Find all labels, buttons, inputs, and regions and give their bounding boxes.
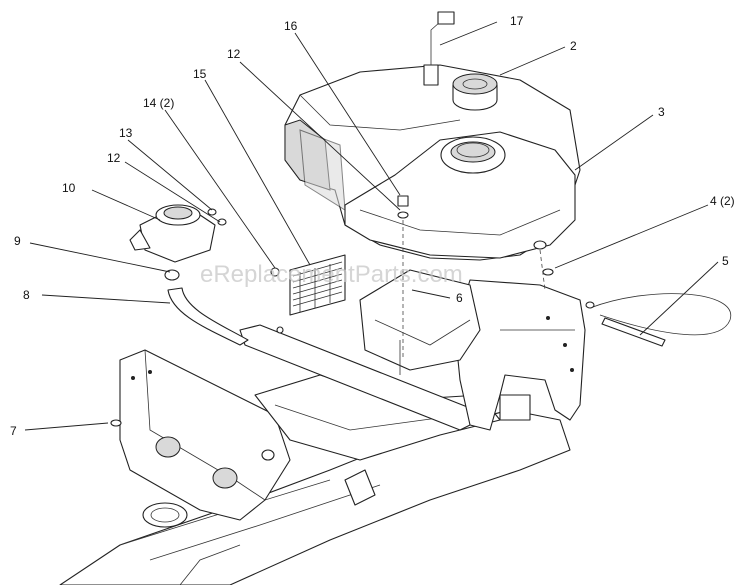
- watermark: eReplacementParts.com: [200, 261, 463, 288]
- callout-labels: 17 2 16 12 15 14 (2) 13 12 10 9 8 3 4 (2…: [10, 14, 735, 438]
- fuel-line: [589, 293, 732, 347]
- fuel-hose: [167, 287, 249, 346]
- callout-15: 15: [193, 67, 207, 81]
- leader-lines: [24, 21, 719, 431]
- callout-13: 13: [119, 126, 133, 140]
- callout-7: 7: [10, 424, 17, 438]
- callout-10: 10: [62, 181, 76, 195]
- screw-hardware: [110, 419, 122, 427]
- front-shield: [119, 349, 291, 521]
- callout-12-left: 12: [107, 151, 121, 165]
- callout-3: 3: [658, 105, 665, 119]
- fitting-hardware: [533, 240, 595, 309]
- callout-9: 9: [14, 234, 21, 248]
- fuel-pump-assembly: [129, 204, 227, 281]
- tank-hardware: [397, 195, 409, 360]
- callout-16: 16: [284, 19, 298, 33]
- tank-support: [359, 269, 481, 375]
- callout-2: 2: [570, 39, 577, 53]
- callout-14: 14 (2): [143, 96, 174, 110]
- callout-6: 6: [456, 291, 463, 305]
- callout-5: 5: [722, 254, 729, 268]
- fuel-sender: [423, 11, 455, 86]
- fuel-cap: [452, 73, 498, 111]
- air-screen: [270, 254, 346, 334]
- fuel-tank: [344, 131, 576, 259]
- callout-8: 8: [23, 288, 30, 302]
- callout-4: 4 (2): [710, 194, 735, 208]
- callout-17: 17: [510, 14, 524, 28]
- callout-12-top: 12: [227, 47, 241, 61]
- side-frame-plate: [454, 279, 586, 431]
